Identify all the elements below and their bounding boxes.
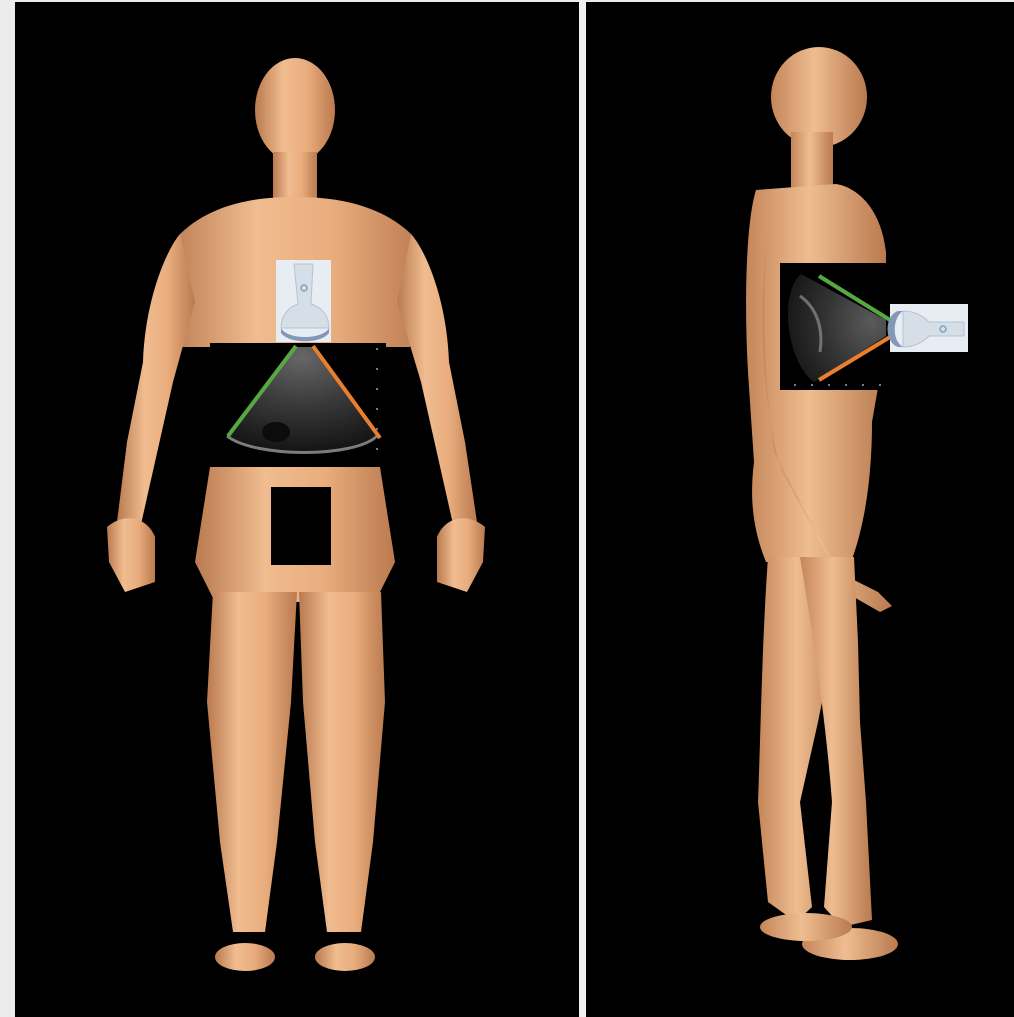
- right-arm: [117, 234, 195, 542]
- ultrasound-probe-icon: [888, 304, 969, 352]
- anterior-view-panel: [15, 2, 579, 1017]
- right-leg: [207, 592, 297, 932]
- head: [255, 58, 335, 162]
- ultrasound-probe-icon: [276, 260, 331, 342]
- right-foot: [215, 943, 275, 971]
- ultrasound-image: [210, 343, 386, 467]
- human-body-side: [746, 47, 898, 960]
- right-hand: [107, 518, 155, 592]
- back-foot: [760, 913, 852, 941]
- neck: [273, 152, 317, 198]
- ultrasound-image-side: [780, 263, 890, 390]
- left-hand: [437, 518, 485, 592]
- neck: [791, 132, 833, 190]
- left-leg: [299, 592, 385, 932]
- panel-divider: [579, 0, 586, 1017]
- anterior-view-canvas: [15, 2, 579, 1017]
- vessel-shadow: [262, 422, 290, 442]
- lateral-view-panel: [586, 2, 1014, 1017]
- left-foot: [315, 943, 375, 971]
- left-arm: [397, 234, 477, 542]
- lateral-view-canvas: [586, 2, 1014, 1017]
- censor-box: [271, 487, 331, 565]
